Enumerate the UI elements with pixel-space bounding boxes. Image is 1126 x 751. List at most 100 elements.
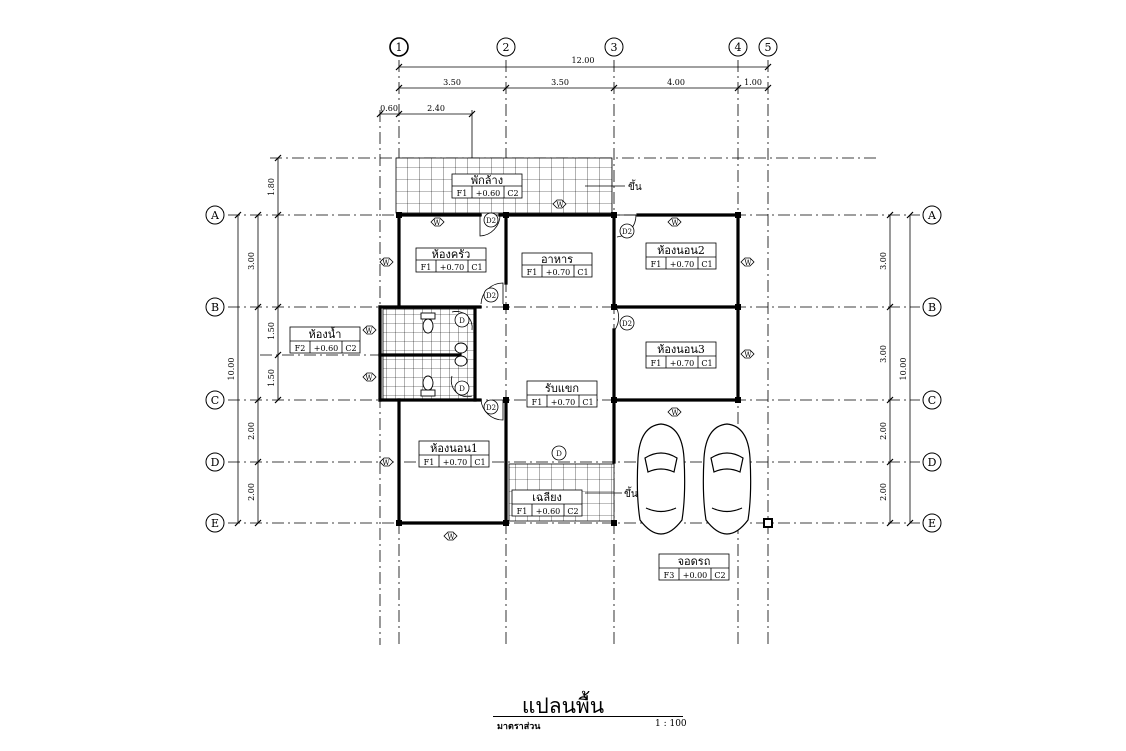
axis-label: D: [211, 456, 220, 469]
svg-text:F2: F2: [295, 344, 306, 353]
svg-text:F1: F1: [651, 359, 662, 368]
svg-text:C1: C1: [701, 260, 712, 269]
svg-text:C1: C1: [474, 458, 485, 467]
dim-left: 1.80: [267, 178, 276, 196]
svg-text:W: W: [671, 409, 679, 417]
axis-label: C: [211, 394, 219, 407]
svg-text:F1: F1: [527, 268, 538, 277]
svg-text:ห้องครัว: ห้องครัว: [432, 248, 471, 261]
svg-text:D: D: [556, 450, 562, 458]
axis-label: D: [928, 456, 937, 469]
svg-text:+0.60: +0.60: [476, 189, 501, 198]
axis-label: B: [928, 301, 936, 314]
room-label-porch: เฉลียง F1 +0.60 C2: [511, 489, 583, 517]
room-label-kitchen: ห้องครัว F1 +0.70 C1: [415, 247, 487, 273]
svg-text:D2: D2: [486, 217, 496, 225]
svg-text:+0.70: +0.70: [443, 458, 468, 467]
toilet-fixtures: [420, 312, 468, 397]
svg-text:W: W: [433, 219, 441, 227]
svg-text:+0.70: +0.70: [546, 268, 571, 277]
window-tags: W W W W W W W W W W W: [362, 199, 755, 541]
dim-left: 1.50: [267, 369, 276, 387]
svg-text:เฉลียง: เฉลียง: [532, 491, 562, 504]
svg-text:F1: F1: [651, 260, 662, 269]
dim-right-total: 10.00: [899, 358, 908, 381]
axis-bubbles-top: 1 2 3 4 5: [389, 37, 778, 57]
svg-text:C1: C1: [701, 359, 712, 368]
room-label-bathroom: ห้องน้ำ F2 +0.60 C2: [289, 326, 361, 354]
dim-left: 2.00: [247, 483, 256, 501]
svg-text:W: W: [365, 327, 373, 335]
svg-text:W: W: [382, 259, 390, 267]
room-label-dining: อาหาร F1 +0.70 C1: [521, 252, 593, 278]
window-tag: W: [379, 257, 394, 267]
scale-label: มาตราส่วน: [497, 722, 541, 732]
door-tag: D2: [483, 212, 499, 228]
svg-text:+0.70: +0.70: [440, 263, 465, 272]
door-tag: D2: [619, 315, 635, 331]
svg-text:อาหาร: อาหาร: [541, 253, 573, 266]
svg-text:ห้องน้ำ: ห้องน้ำ: [309, 326, 342, 341]
stair-arrows: [585, 185, 625, 494]
svg-text:C1: C1: [471, 263, 482, 272]
dim-top: 3.50: [551, 78, 569, 87]
dim-small: 2.40: [427, 104, 445, 113]
svg-text:รับแขก: รับแขก: [545, 382, 579, 395]
dim-top: 1.00: [744, 78, 762, 87]
dim-left: 3.00: [247, 252, 256, 270]
car-icon: [636, 423, 686, 535]
dim-right: 2.00: [879, 422, 888, 440]
room-label-bedroom2: ห้องนอน2 F1 +0.70 C1: [645, 242, 717, 270]
axis-label: A: [927, 209, 937, 222]
window-tag: W: [667, 217, 682, 227]
dim-right: 3.00: [879, 252, 888, 270]
room-label-terrace-top: พักล้าง F1 +0.60 C2: [451, 173, 523, 199]
svg-text:C1: C1: [582, 398, 593, 407]
svg-text:D2: D2: [622, 320, 632, 328]
dimension-lines: [237, 66, 911, 523]
svg-text:+0.70: +0.70: [551, 398, 576, 407]
svg-text:D: D: [459, 385, 465, 393]
car-icon: [702, 423, 752, 535]
svg-text:D2: D2: [622, 228, 632, 236]
axis-label: 2: [503, 41, 510, 54]
dim-left: 1.50: [267, 322, 276, 340]
svg-text:พักล้าง: พักล้าง: [471, 174, 503, 187]
svg-text:W: W: [556, 201, 564, 209]
door-tags: D2 D2 D2 D D2 D D2 D: [454, 212, 635, 461]
svg-text:ห้องนอน1: ห้องนอน1: [430, 442, 478, 455]
window-tag: W: [740, 257, 755, 267]
svg-text:+0.00: +0.00: [683, 571, 708, 580]
svg-text:W: W: [365, 374, 373, 382]
svg-text:C2: C2: [507, 189, 518, 198]
svg-text:W: W: [382, 459, 390, 467]
svg-text:+0.70: +0.70: [670, 359, 695, 368]
door-tag: D: [454, 312, 470, 328]
svg-text:C2: C2: [714, 571, 725, 580]
svg-text:D2: D2: [486, 292, 496, 300]
svg-text:จอดรถ: จอดรถ: [678, 555, 711, 568]
svg-text:W: W: [447, 533, 455, 541]
svg-text:C1: C1: [577, 268, 588, 277]
svg-text:+0.70: +0.70: [670, 260, 695, 269]
window-tag: W: [362, 325, 377, 335]
dim-small: 0.60: [380, 104, 398, 113]
window-tag: W: [740, 349, 755, 359]
axis-label: A: [210, 209, 220, 222]
axis-label: 3: [611, 41, 618, 54]
svg-text:+0.60: +0.60: [314, 344, 339, 353]
svg-text:W: W: [671, 219, 679, 227]
door-tag: D: [454, 380, 470, 396]
svg-text:D2: D2: [486, 404, 496, 412]
room-label-living: รับแขก F1 +0.70 C1: [526, 380, 598, 408]
dim-top: 3.50: [443, 78, 461, 87]
dim-left: 2.00: [247, 422, 256, 440]
window-tag: W: [379, 457, 394, 467]
svg-text:F1: F1: [421, 263, 432, 272]
room-labels: พักล้าง F1 +0.60 C2 ห้องครัว F1 +0.70 C1…: [289, 173, 730, 581]
svg-text:+0.60: +0.60: [536, 507, 561, 516]
dim-right: 2.00: [879, 483, 888, 501]
svg-text:D: D: [459, 317, 465, 325]
svg-text:W: W: [744, 351, 752, 359]
